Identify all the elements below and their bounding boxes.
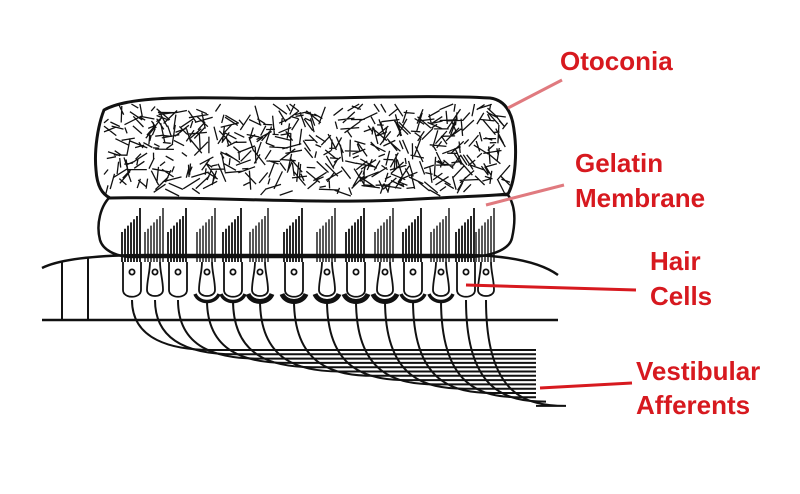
nucleus (482, 268, 490, 276)
crystal-strokes (103, 103, 511, 197)
vestibular-label-line1: Vestibular (636, 356, 760, 386)
afferent-fiber (154, 299, 536, 356)
nucleus (174, 268, 182, 276)
nucleus (462, 268, 470, 276)
nucleus (203, 268, 211, 276)
nucleus (151, 268, 159, 276)
otoconia-label: Otoconia (560, 46, 673, 76)
sensory-epithelium-top (41, 253, 559, 277)
hair-cell-body (251, 261, 269, 297)
nucleus (128, 268, 136, 276)
otoconia-leader-line (507, 78, 563, 110)
calyx-ending (370, 292, 400, 304)
stereocilia-bundle (249, 208, 269, 262)
hair-cell-body (477, 261, 495, 297)
stereocilia-bundle (430, 208, 450, 262)
hair-cell-body (456, 262, 476, 298)
gelatin-membrane (97, 193, 516, 259)
hair-cell-body (168, 262, 188, 298)
stereocilia-bundle (167, 208, 187, 262)
hair-cells-label-line1: Hair (650, 246, 701, 276)
otoconia-crystals (103, 103, 511, 197)
nucleus (437, 268, 445, 276)
nucleus (229, 268, 237, 276)
stereocilia-bundle (222, 208, 242, 262)
stereocilia-bundle (283, 208, 303, 262)
hair-cells-label-line2: Cells (650, 281, 712, 311)
calyx-ending (427, 293, 455, 304)
hair-cell-body (198, 261, 216, 297)
stereocilia-bundle (374, 208, 394, 262)
stereocilia-bundle (455, 208, 475, 262)
calyx-ending (312, 292, 342, 304)
afferent-fiber (485, 299, 567, 407)
vestibular-afferent-fibers (131, 299, 567, 407)
hair-cell-body (403, 262, 423, 298)
stereocilia-bundle (345, 208, 365, 262)
afferent-fiber (293, 299, 536, 377)
nucleus (290, 268, 298, 276)
hair-cell-body (284, 262, 304, 298)
stereocilia-bundle (144, 208, 164, 262)
gelatin-label-line2: Membrane (575, 183, 705, 213)
afferent-fiber (206, 299, 536, 364)
hair-cell-bodies (122, 261, 495, 304)
stereocilia-bundle (196, 208, 216, 262)
stereocilia-bundle (316, 208, 336, 262)
hair-cell-body (346, 262, 366, 298)
hair-cell-body (318, 261, 336, 297)
hair-cell-body (122, 262, 142, 298)
calyx-ending (219, 293, 247, 304)
calyx-ending (399, 293, 427, 304)
gelatin-leader-line (485, 183, 565, 207)
hair-cells-leader-line (465, 283, 637, 292)
stereocilia-bundle (121, 208, 141, 262)
afferent-fiber (412, 299, 536, 394)
stereocilia-bundle (475, 208, 495, 262)
calyx-ending (341, 292, 371, 304)
hair-cell-body (223, 262, 243, 298)
nucleus (409, 268, 417, 276)
afferents-leader-line (539, 381, 633, 390)
calyx-ending (279, 292, 309, 304)
afferent-fiber (465, 299, 547, 403)
gelatin-label-line1: Gelatin (575, 148, 663, 178)
hair-bundles (121, 208, 495, 262)
vestibular-label-line2: Afferents (636, 390, 750, 420)
calyx-ending (245, 292, 275, 304)
nucleus (381, 268, 389, 276)
hair-cell-body (376, 261, 394, 297)
hair-cell-body (432, 261, 450, 297)
nucleus (352, 268, 360, 276)
nucleus (323, 268, 331, 276)
nucleus (256, 268, 264, 276)
calyx-ending (193, 293, 221, 304)
stereocilia-bundle (402, 208, 422, 262)
hair-cell-body (146, 261, 164, 297)
